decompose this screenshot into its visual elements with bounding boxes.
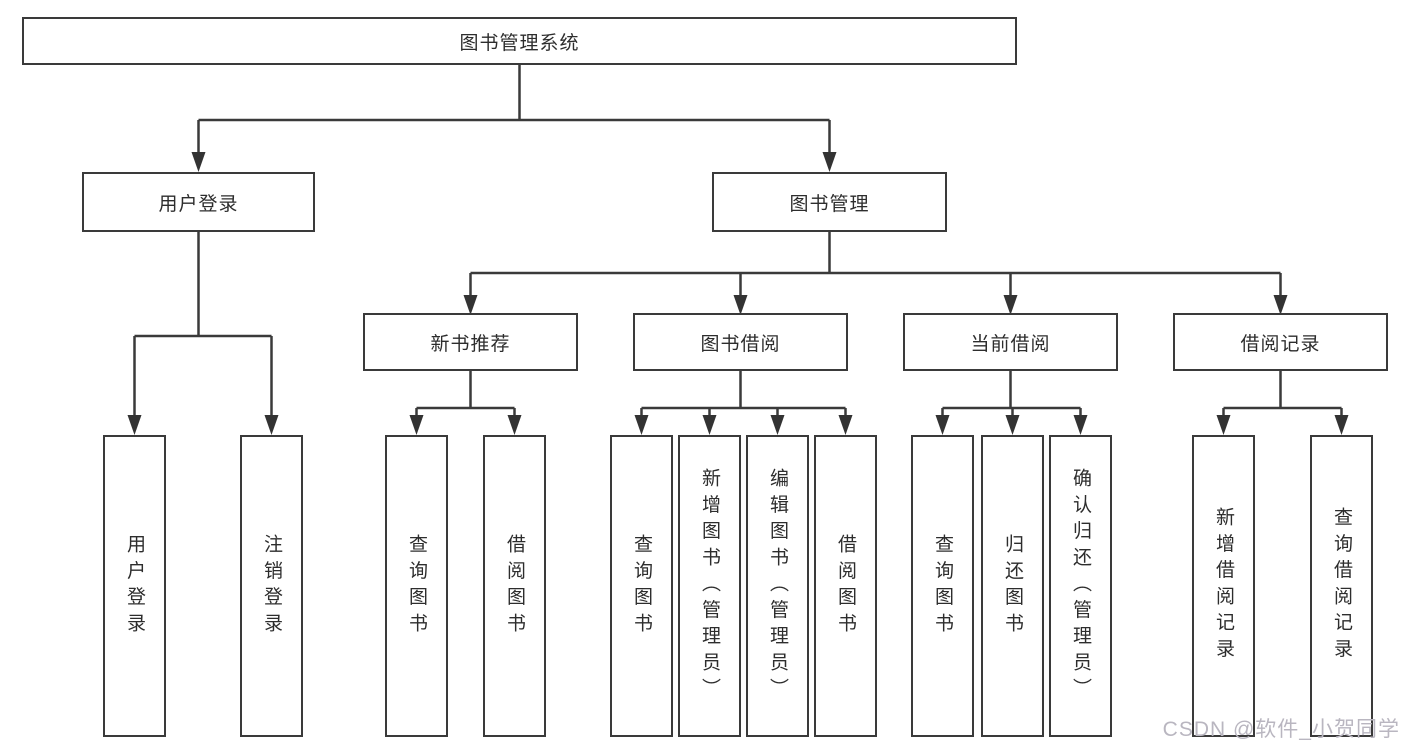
- leaf-borrowing-borrow-books: 借阅图书: [814, 435, 877, 737]
- leaf-newbook-borrow-books: 借阅图书: [483, 435, 546, 737]
- node-book-management: 图书管理: [712, 172, 947, 232]
- csdn-watermark: CSDN @软件_小贺同学: [1162, 718, 1400, 741]
- leaf-user-login: 用户登录: [103, 435, 166, 737]
- node-user-login: 用户登录: [82, 172, 315, 232]
- leaf-current-confirm-return-admin: 确认归还（管理员）: [1049, 435, 1112, 737]
- leaf-borrowing-query-books: 查询图书: [610, 435, 673, 737]
- leaf-current-query-books: 查询图书: [911, 435, 974, 737]
- leaf-borrowing-add-books-admin: 新增图书（管理员）: [678, 435, 741, 737]
- node-new-book-recommend: 新书推荐: [363, 313, 578, 371]
- leaf-borrowing-edit-books-admin: 编辑图书（管理员）: [746, 435, 809, 737]
- leaf-newbook-query-books: 查询图书: [385, 435, 448, 737]
- node-book-borrowing: 图书借阅: [633, 313, 848, 371]
- node-current-borrowing: 当前借阅: [903, 313, 1118, 371]
- leaf-current-return-books: 归还图书: [981, 435, 1044, 737]
- leaf-records-add-borrow-record: 新增借阅记录: [1192, 435, 1255, 737]
- leaf-logout-login: 注销登录: [240, 435, 303, 737]
- node-borrowing-records: 借阅记录: [1173, 313, 1388, 371]
- leaf-records-query-borrow-record: 查询借阅记录: [1310, 435, 1373, 737]
- node-library-management-system: 图书管理系统: [22, 17, 1017, 65]
